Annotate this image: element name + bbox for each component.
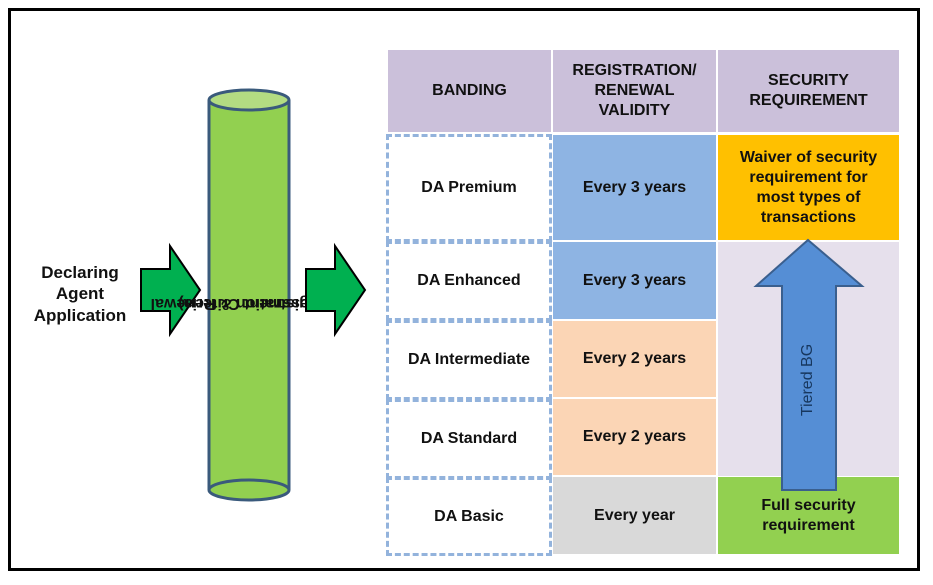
validity-premium: Every 3 years bbox=[553, 135, 716, 240]
flow-arrow-2 bbox=[305, 242, 367, 338]
validity-standard: Every 2 years bbox=[553, 399, 716, 475]
validity-basic: Every year bbox=[553, 477, 716, 554]
arrow-up-icon bbox=[753, 238, 865, 491]
header-validity: REGISTRATION/ RENEWAL VALIDITY bbox=[553, 50, 716, 132]
band-enhanced: DA Enhanced bbox=[386, 241, 552, 321]
tiered-bg-label-wrap: Tiered BG bbox=[778, 290, 838, 470]
arrow-right-icon bbox=[140, 242, 202, 338]
tiered-bg-arrow bbox=[753, 238, 865, 491]
security-waiver: Waiver of security requirement for most … bbox=[718, 135, 899, 240]
header-banding: BANDING bbox=[388, 50, 551, 132]
flow-arrow-1 bbox=[140, 242, 202, 338]
applicant-label: Declaring Agent Application bbox=[33, 263, 127, 325]
band-premium: DA Premium bbox=[386, 134, 552, 242]
band-intermediate: DA Intermediate bbox=[386, 320, 552, 400]
validity-intermediate: Every 2 years bbox=[553, 321, 716, 397]
process-label: Registration & Renewal(Assessment Criter… bbox=[150, 108, 343, 498]
process-cylinder bbox=[207, 88, 291, 502]
band-standard: DA Standard bbox=[386, 399, 552, 479]
header-security: SECURITY REQUIREMENT bbox=[718, 50, 899, 132]
validity-enhanced: Every 3 years bbox=[553, 242, 716, 319]
arrow-right-icon bbox=[305, 242, 367, 338]
tiered-bg-label: Tiered BG bbox=[799, 343, 817, 417]
band-basic: DA Basic bbox=[386, 477, 552, 556]
